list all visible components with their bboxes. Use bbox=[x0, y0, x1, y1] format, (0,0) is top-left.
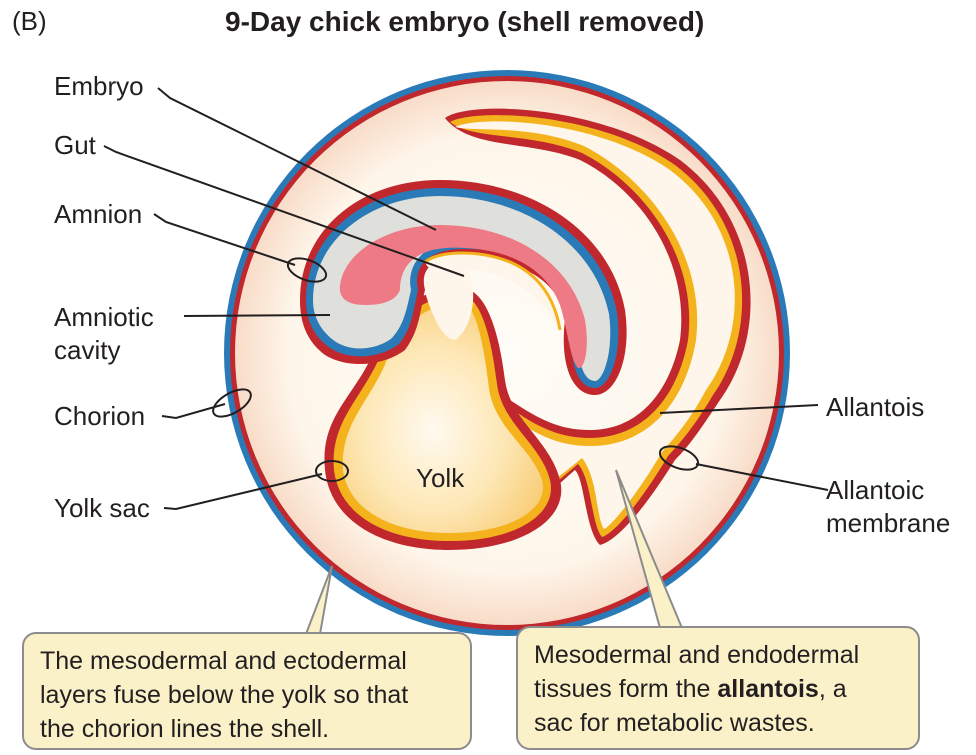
label-amniotic-cavity: Amniotic cavity bbox=[54, 301, 154, 367]
right-callout-line-3: sac for metabolic wastes. bbox=[534, 706, 902, 740]
left-callout-line-3: the chorion lines the shell. bbox=[40, 712, 454, 746]
label-yolk: Yolk bbox=[416, 462, 464, 495]
amniotic-cavity-leader bbox=[184, 315, 330, 316]
label-allantois: Allantois bbox=[826, 391, 924, 424]
label-yolk-sac: Yolk sac bbox=[54, 492, 150, 525]
label-embryo: Embryo bbox=[54, 70, 144, 103]
allantoic-membrane-line-1: Allantoic bbox=[826, 474, 950, 507]
amniotic-cavity-line-2: cavity bbox=[54, 334, 154, 367]
allantoic-membrane-line-2: membrane bbox=[826, 507, 950, 540]
page-title: 9-Day chick embryo (shell removed) bbox=[225, 6, 704, 38]
label-allantoic-membrane: Allantoic membrane bbox=[826, 474, 950, 540]
amniotic-cavity-line-1: Amniotic bbox=[54, 301, 154, 334]
left-callout-pointer bbox=[306, 566, 332, 634]
allantois-emphasis: allantois bbox=[717, 675, 818, 703]
right-callout-line-2: tissues form the allantois, a bbox=[534, 672, 902, 706]
left-callout-line-2: layers fuse below the yolk so that bbox=[40, 678, 454, 712]
label-chorion: Chorion bbox=[54, 400, 145, 433]
left-callout-line-1: The mesodermal and ectodermal bbox=[40, 644, 454, 678]
right-callout-text-b: , a bbox=[819, 675, 847, 703]
label-amnion: Amnion bbox=[54, 198, 142, 231]
label-gut: Gut bbox=[54, 129, 96, 162]
right-callout-line-1: Mesodermal and endodermal bbox=[534, 638, 902, 672]
panel-label: (B) bbox=[12, 6, 47, 37]
right-callout-text-a: tissues form the bbox=[534, 675, 717, 703]
right-callout: Mesodermal and endodermal tissues form t… bbox=[516, 626, 920, 750]
left-callout: The mesodermal and ectodermal layers fus… bbox=[22, 632, 472, 750]
